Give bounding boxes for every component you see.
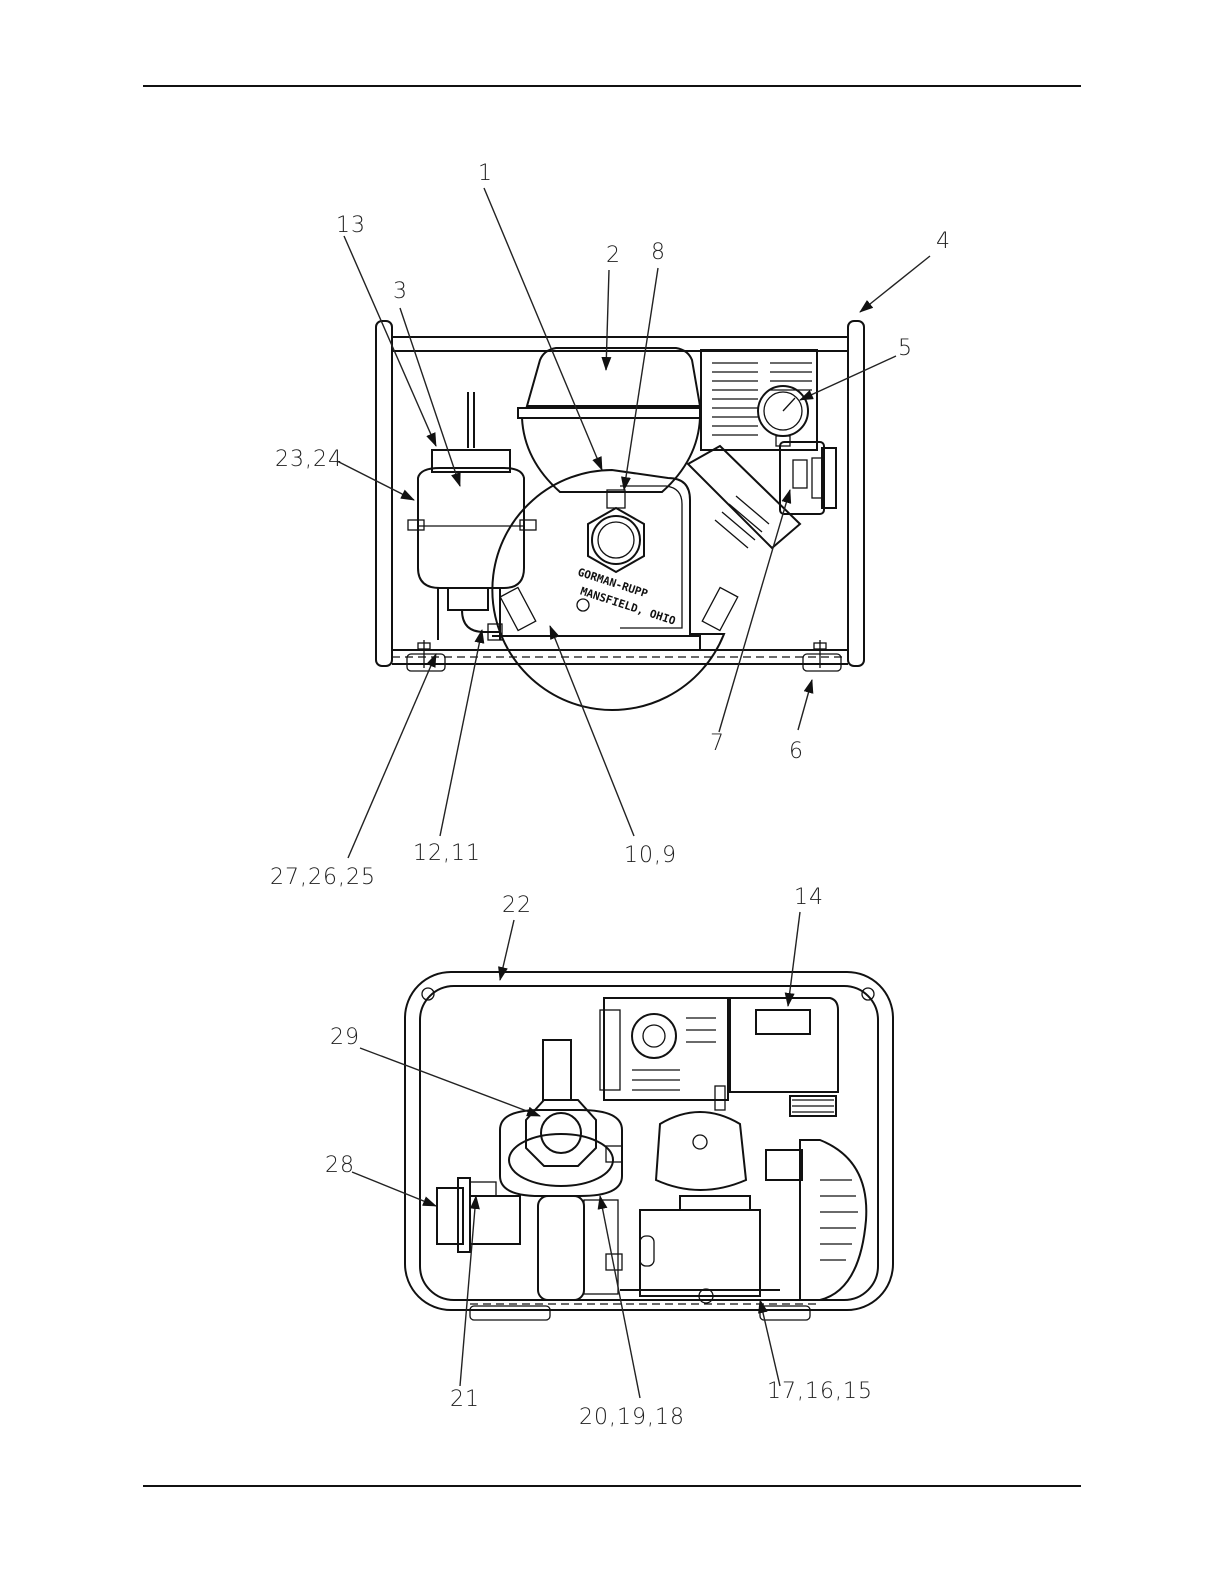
callout-3: 3 (393, 279, 408, 304)
callout-13: 13 (336, 213, 366, 238)
callout-10-9: 10,9 (624, 843, 677, 868)
callout-20-19-18: 20,19,18 (579, 1405, 685, 1430)
callout-8: 8 (651, 240, 666, 265)
bottom-view-pump-assembly (405, 972, 893, 1320)
callout-5: 5 (898, 336, 913, 361)
callout-21: 21 (450, 1387, 480, 1412)
callout-29: 29 (330, 1025, 360, 1050)
callout-17-16-15: 17,16,15 (767, 1379, 873, 1404)
callout-28: 28 (325, 1153, 355, 1178)
callout-14: 14 (794, 885, 824, 910)
callout-23-24: 23,24 (275, 447, 343, 472)
top-view-pump-assembly: GORMAN-RUPP MANSFIELD, OHIO (376, 321, 864, 710)
bottom-view-callouts: 22 14 29 28 21 20,19,18 17,16,15 (325, 885, 873, 1430)
callout-22: 22 (502, 893, 532, 918)
callout-1: 1 (478, 161, 493, 186)
callout-6: 6 (789, 739, 804, 764)
callout-4: 4 (936, 229, 951, 254)
callout-7: 7 (710, 731, 725, 756)
callout-2: 2 (606, 243, 621, 268)
callout-12-11: 12,11 (413, 841, 481, 866)
callout-27-26-25: 27,26,25 (270, 865, 376, 890)
